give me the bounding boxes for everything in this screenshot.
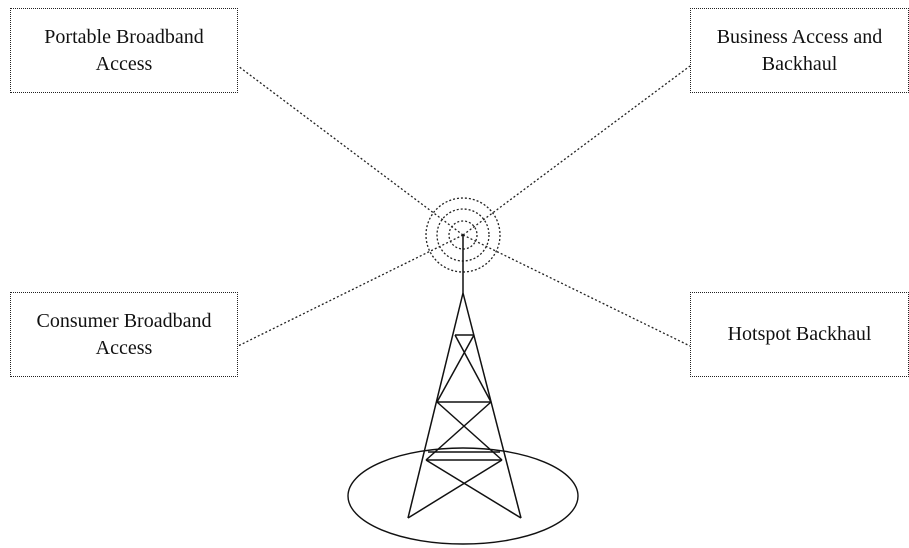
tower-brace-3b [407, 459, 503, 519]
tower-brace-3a [425, 459, 522, 519]
tower-ground-ellipse [347, 447, 579, 545]
node-portable-broadband: Portable Broadband Access [10, 8, 238, 93]
connector-consumer [237, 234, 464, 347]
node-business-access: Business Access and Backhaul [690, 8, 909, 93]
tower-icon [407, 235, 522, 519]
node-business-label: Business Access and Backhaul [716, 25, 883, 75]
connector-business [462, 65, 691, 236]
tower-brace-1a [454, 334, 492, 403]
connector-portable [237, 65, 464, 236]
tower-brace-2b [425, 401, 492, 461]
node-hotspot-backhaul: Hotspot Backhaul [690, 292, 909, 377]
tower-leg-right [462, 292, 522, 519]
connector-hotspot [462, 234, 691, 347]
tower-brace-1b [436, 334, 475, 403]
signal-ring-outer [425, 197, 501, 273]
connector-lines [237, 65, 691, 347]
node-consumer-broadband: Consumer Broadband Access [10, 292, 238, 377]
tower-brace-2a [436, 401, 503, 461]
tower-leg-left [407, 292, 464, 519]
node-portable-label: Portable Broadband Access [44, 25, 204, 75]
node-hotspot-label: Hotspot Backhaul [727, 323, 872, 345]
node-consumer-label: Consumer Broadband Access [36, 309, 212, 359]
